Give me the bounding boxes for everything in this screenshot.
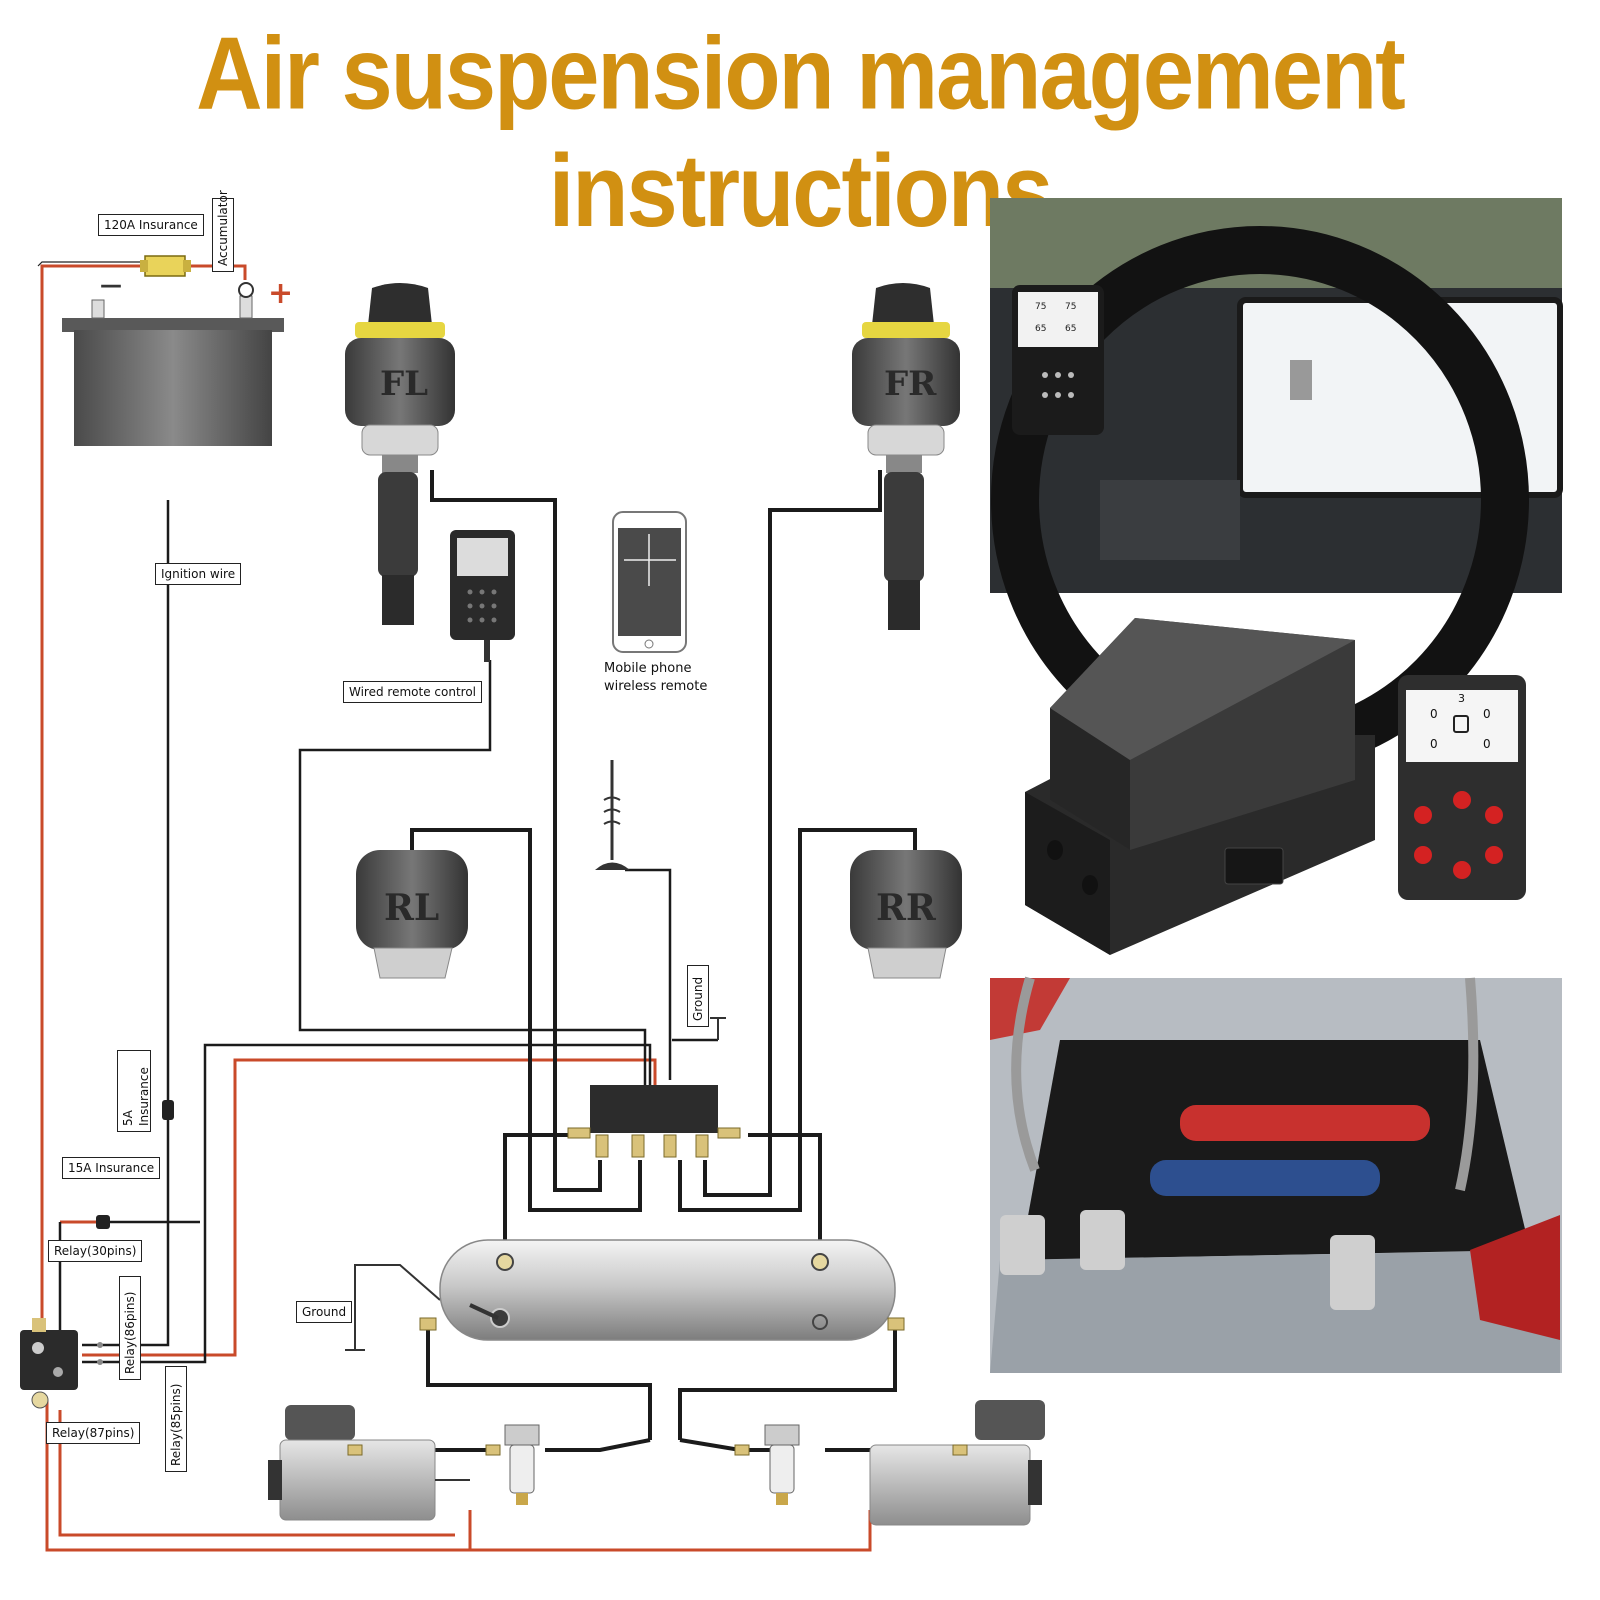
wired-remote-control xyxy=(450,530,515,662)
remote-screen-bottom-right: 65 xyxy=(1065,324,1076,334)
air-tank xyxy=(419,1239,905,1341)
antenna xyxy=(595,760,630,870)
corner-label-rr: RR xyxy=(876,887,937,929)
strut-fl xyxy=(345,283,455,625)
product-screen-top-left: 0 xyxy=(1430,707,1438,721)
water-filter-left xyxy=(504,1424,540,1505)
label-mobile-phone-wireless-remote: Mobile phone wireless remote xyxy=(604,661,708,694)
battery-plus-label: + xyxy=(268,276,293,311)
photo-trunk xyxy=(990,976,1562,1373)
battery: + — xyxy=(62,273,293,446)
strut-fr xyxy=(852,283,960,630)
airbag-rr xyxy=(850,850,962,979)
label-relay-85-pins: Relay(85pins) xyxy=(165,1366,187,1472)
corner-label-fr: FR xyxy=(884,364,937,404)
control-wires xyxy=(58,500,718,1364)
compressor-right xyxy=(869,1400,1045,1526)
label-relay-30-pins: Relay(30pins) xyxy=(48,1240,143,1262)
corner-label-rl: RL xyxy=(384,887,439,929)
fuse-5a xyxy=(162,1100,174,1120)
ground-symbol-top xyxy=(710,1017,726,1040)
corner-label-fl: FL xyxy=(380,364,428,404)
remote-screen-top-left: 75 xyxy=(1035,302,1046,312)
airbag-rl xyxy=(356,850,468,979)
label-ignition-wire: Ignition wire xyxy=(155,563,242,585)
page-title: Air suspension management instructions xyxy=(196,16,1406,249)
fuse-120a xyxy=(140,255,191,277)
product-screen-top-center: 3 xyxy=(1458,692,1465,705)
valve-block xyxy=(567,1085,741,1158)
label-15a-insurance: 15A Insurance xyxy=(62,1157,161,1179)
relay xyxy=(20,1318,103,1409)
photo-product xyxy=(1025,618,1526,955)
product-screen-bottom-left: 0 xyxy=(1430,737,1438,751)
battery-minus-label: — xyxy=(100,273,122,298)
product-screen-top-right: 0 xyxy=(1483,707,1491,721)
label-relay-87-pins: Relay(87pins) xyxy=(46,1422,141,1444)
ground-wire-tank xyxy=(345,1264,441,1351)
label-ground-valve: Ground xyxy=(687,965,709,1027)
product-screen-bottom-right: 0 xyxy=(1483,737,1491,751)
label-5a-insurance: 5A Insurance xyxy=(117,1050,151,1132)
label-ground-tank: Ground xyxy=(296,1301,353,1323)
label-relay-86-pins: Relay(86pins) xyxy=(119,1276,141,1380)
power-wires xyxy=(40,264,872,1552)
label-accumulator: Accumulator xyxy=(212,190,234,272)
label-wired-remote-control: Wired remote control xyxy=(343,681,483,703)
fuse-15a xyxy=(96,1215,110,1229)
remote-screen-top-right: 75 xyxy=(1065,302,1076,312)
photo-dashboard xyxy=(990,198,1563,774)
water-filter-right xyxy=(764,1424,800,1505)
compressor-left xyxy=(268,1405,470,1521)
label-120a-insurance: 120A Insurance xyxy=(98,214,204,236)
mobile-phone xyxy=(612,511,687,653)
remote-screen-bottom-left: 65 xyxy=(1035,324,1046,334)
